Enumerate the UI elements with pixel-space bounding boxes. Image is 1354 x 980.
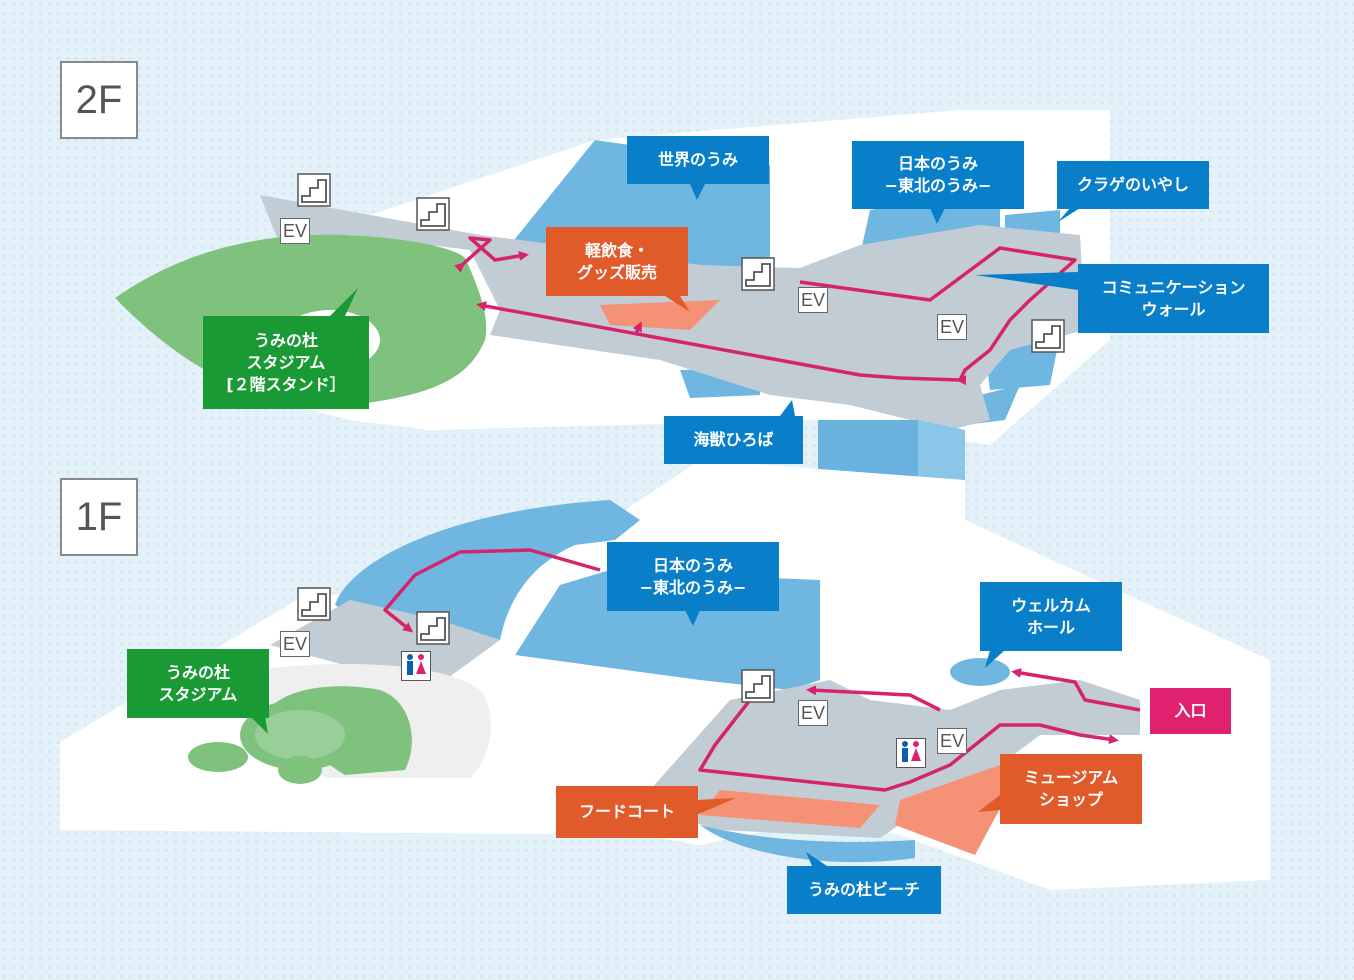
label-welcome-hall[interactable]: ウェルカム ホール — [980, 582, 1122, 651]
label-text: 日本のうみ — [897, 154, 978, 173]
stairs-icons — [297, 173, 1065, 703]
label-text: コミュニケーション — [1101, 277, 1246, 297]
elevator-icon: EV — [280, 631, 310, 657]
label-text: ウォール — [1141, 299, 1206, 319]
label-text: うみの杜ビーチ — [807, 880, 920, 899]
label-stadium-1f[interactable]: うみの杜 スタジアム — [127, 649, 269, 718]
label-text: クラゲのいやし — [1076, 175, 1189, 194]
label-text: ホール — [1026, 617, 1075, 637]
museum-shop-area — [895, 765, 1010, 855]
label-nihon-no-umi-2f[interactable]: 日本のうみ −東北のうみ− — [852, 141, 1024, 209]
restroom-icon — [401, 651, 431, 681]
nihon-no-umi-1f-left — [335, 500, 640, 640]
elevator-icon: EV — [280, 218, 310, 244]
elevator-icon: EV — [937, 314, 967, 340]
label-text: フードコート — [578, 802, 675, 821]
stairs-icon — [297, 587, 331, 621]
elevator-icon: EV — [798, 287, 828, 313]
label-stadium-2f[interactable]: うみの杜 スタジアム [２階スタンド］ — [203, 316, 369, 409]
stairs-icon — [297, 173, 331, 207]
foodcourt-area — [700, 790, 880, 828]
label-text: スタジアム — [246, 352, 326, 372]
floor-1f-label: 1F — [60, 478, 138, 556]
label-sekai-no-umi[interactable]: 世界のうみ — [627, 136, 769, 184]
label-text: うみの杜 — [253, 330, 318, 350]
label-text: 海獣ひろば — [693, 430, 774, 449]
stairs-icon — [416, 197, 450, 231]
label-text: 軽飲食・ — [584, 240, 649, 260]
label-museum-shop[interactable]: ミュージアム ショップ — [1000, 754, 1142, 824]
label-text: 日本のうみ — [652, 555, 733, 575]
label-nihon-no-umi-1f[interactable]: 日本のうみ −東北のうみ− — [607, 542, 779, 611]
label-entrance[interactable]: 入口 — [1150, 688, 1231, 734]
label-beach[interactable]: うみの杜ビーチ — [787, 866, 941, 914]
label-text: ウェルカム — [1011, 595, 1091, 615]
label-kaiju-hiroba[interactable]: 海獣ひろば — [664, 416, 803, 464]
label-text: [２階スタンド］ — [226, 374, 346, 394]
label-text: ショップ — [1038, 790, 1103, 809]
route-2f — [454, 236, 1077, 386]
elevator-icon: EV — [937, 728, 967, 754]
beach-area — [700, 825, 915, 863]
label-keiinshoku[interactable]: 軽飲食・ グッズ販売 — [546, 227, 688, 296]
label-text: スタジアム — [158, 684, 238, 704]
label-kurage-no-iyashi[interactable]: クラゲのいやし — [1057, 161, 1209, 209]
label-text: 世界のうみ — [657, 150, 738, 169]
label-communication-wall[interactable]: コミュニケーション ウォール — [1078, 264, 1269, 333]
label-text: ミュージアム — [1023, 768, 1119, 787]
label-text: −東北のうみ− — [884, 176, 992, 195]
label-text: 入口 — [1174, 701, 1207, 720]
label-food-court[interactable]: フードコート — [556, 786, 698, 838]
label-text: うみの杜 — [165, 662, 230, 682]
label-text: グッズ販売 — [576, 262, 657, 282]
route-1f — [383, 548, 1141, 792]
elevator-icon: EV — [798, 700, 828, 726]
stairs-icon — [1031, 319, 1065, 353]
restroom-icon — [896, 738, 926, 768]
stairs-icon — [416, 611, 450, 645]
stairs-icon — [741, 669, 775, 703]
stairs-icon — [741, 257, 775, 291]
welcome-hall-area — [950, 658, 1010, 686]
floor-1f-plan — [60, 460, 1270, 890]
callout-pointers — [250, 184, 1080, 866]
floor-2f-label: 2F — [60, 61, 138, 139]
label-text: −東北のうみ− — [639, 577, 747, 597]
